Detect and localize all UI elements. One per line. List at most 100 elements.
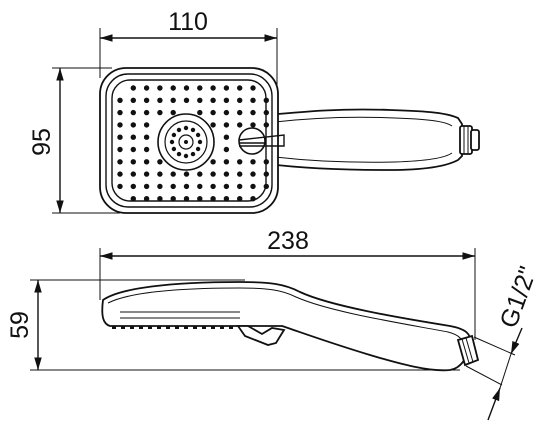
nozzle-dot <box>130 196 136 202</box>
nozzle-dot <box>223 134 230 140</box>
nozzle-dot <box>250 171 256 177</box>
side-nozzle-tip <box>175 326 179 329</box>
nozzle-dot <box>263 183 269 190</box>
nozzle-dot <box>197 109 203 116</box>
side-nozzle-tip <box>130 326 134 329</box>
ring-nozzle-dot <box>169 139 175 145</box>
nozzle-dot <box>183 85 190 91</box>
nozzle-dot <box>237 171 243 177</box>
nozzle-dot <box>210 122 216 128</box>
thread-dimension-label: G1/2" <box>495 263 543 332</box>
nozzle-dot <box>170 171 176 177</box>
nozzle-dot <box>157 97 163 104</box>
nozzle-dot <box>183 196 190 202</box>
nozzle-dot <box>157 183 163 190</box>
nozzle-dot <box>250 97 256 104</box>
nozzle-dot <box>250 85 256 91</box>
side-nozzle-tip <box>184 326 188 329</box>
nozzle-dot <box>130 159 136 165</box>
nozzle-dot <box>223 109 230 116</box>
nozzle-dot <box>210 183 216 190</box>
nozzle-dot <box>157 109 163 116</box>
ring-nozzle-dot <box>171 146 177 152</box>
nozzle-dot <box>117 171 123 177</box>
nozzle-dot <box>143 122 150 128</box>
side-nozzle-tip <box>121 326 125 329</box>
handle-outline <box>267 108 463 171</box>
nozzle-dot <box>210 109 216 116</box>
side-nozzle-tip <box>202 326 206 329</box>
side-nozzle-tip <box>220 326 224 329</box>
side-nozzle-tip <box>229 326 233 329</box>
nozzle-dot <box>223 183 230 190</box>
nozzle-dot <box>170 196 176 202</box>
nozzle-dot <box>263 159 269 165</box>
nozzle-dot <box>157 85 163 91</box>
nozzle-dot <box>143 134 150 140</box>
nozzle-dot <box>143 159 150 165</box>
ring-nozzle-dot <box>183 125 189 131</box>
nozzle-dot <box>250 122 256 128</box>
ring-nozzle-dot <box>197 139 203 145</box>
nozzle-dot <box>263 122 269 128</box>
nozzle-dot <box>117 97 123 104</box>
nozzle-dot <box>130 146 136 153</box>
ring-nozzle-dot <box>195 132 201 138</box>
nozzle-dot <box>223 122 230 128</box>
nozzle-dot <box>170 183 176 190</box>
nozzle-dot <box>183 97 190 104</box>
side-nozzle-tip <box>112 326 116 329</box>
nozzle-dot <box>250 183 256 190</box>
width-dimension-label: 110 <box>168 8 208 36</box>
nozzle-dot <box>117 146 123 153</box>
length-dimension-label: 238 <box>267 227 309 255</box>
nozzle-dot <box>157 159 163 165</box>
nozzle-dot <box>237 196 243 202</box>
nozzle-dot <box>223 146 230 153</box>
nozzle-dot <box>170 85 176 91</box>
height-dimension-label: 95 <box>28 128 56 156</box>
nozzle-dot <box>157 171 163 177</box>
nozzle-dot <box>250 196 256 202</box>
nozzle-dot <box>263 171 269 177</box>
nozzle-dot <box>197 171 203 177</box>
nozzle-dot <box>143 171 150 177</box>
ring-nozzle-dot <box>176 151 182 157</box>
nozzle-dot <box>183 183 190 190</box>
nozzle-dot <box>143 97 150 104</box>
nozzle-dot <box>130 85 136 91</box>
nozzle-dot <box>223 171 230 177</box>
side-nozzle-tip <box>211 326 215 329</box>
nozzle-dot <box>130 134 136 140</box>
nozzle-dot <box>223 159 230 165</box>
thread-dimension: G1/2" <box>465 263 543 421</box>
ring-nozzle-dot <box>190 127 196 133</box>
ring-nozzle-dot <box>183 153 189 159</box>
nozzle-dot <box>130 109 136 116</box>
ring-nozzle-dot <box>190 151 196 157</box>
nozzle-grid <box>117 85 269 202</box>
nozzle-dot <box>197 97 203 104</box>
nozzle-dot <box>130 122 136 128</box>
nozzle-dot <box>197 85 203 91</box>
side-lever <box>236 325 286 346</box>
side-nozzles <box>112 326 233 329</box>
nozzle-dot <box>183 171 190 177</box>
length-dimension: 238 <box>99 227 476 340</box>
nozzle-dot <box>143 183 150 190</box>
nozzle-dot <box>130 97 136 104</box>
ring-nozzle-dot <box>176 127 182 133</box>
ring-nozzle-dot <box>171 132 177 138</box>
nozzle-dot <box>130 183 136 190</box>
nozzle-dot <box>117 159 123 165</box>
nozzle-dot <box>170 109 176 116</box>
nozzle-dot <box>210 97 216 104</box>
nozzle-dot <box>237 97 243 104</box>
nozzle-dot <box>223 85 230 91</box>
ring-nozzle-dot <box>195 146 201 152</box>
nozzle-dot <box>237 85 243 91</box>
side-nozzle-tip <box>148 326 152 329</box>
nozzle-dot <box>237 183 243 190</box>
